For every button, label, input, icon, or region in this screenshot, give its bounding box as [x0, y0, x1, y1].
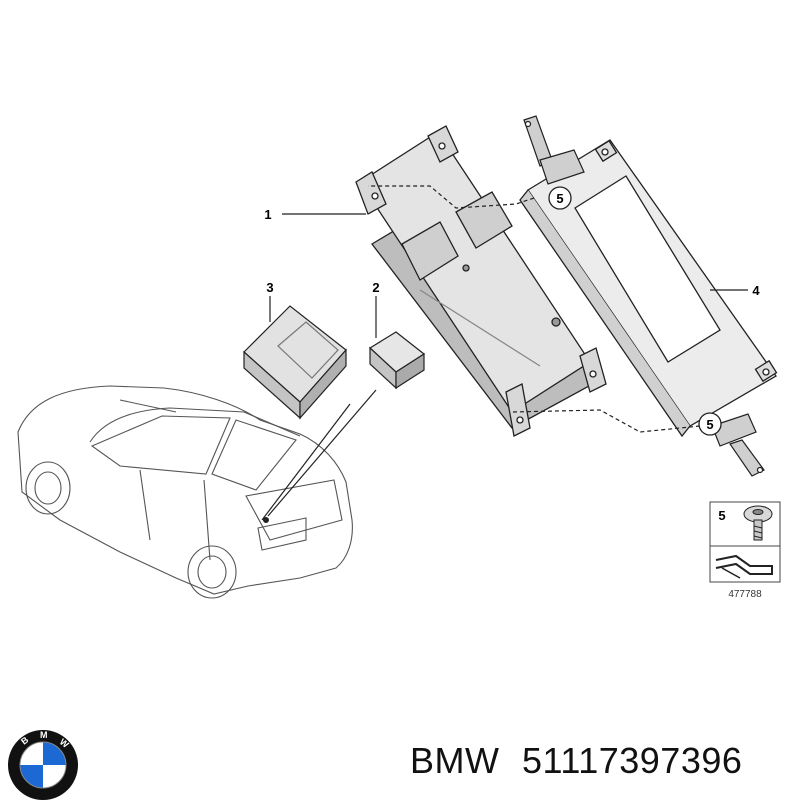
screw-icon	[743, 505, 773, 541]
svg-text:B: B	[19, 734, 31, 746]
part-number: 51117397396	[522, 740, 743, 781]
callout-4: 4	[752, 283, 760, 298]
leader-lines	[261, 185, 748, 521]
part-1-control-unit	[355, 125, 607, 437]
part-4-bracket-frame	[519, 139, 778, 438]
clip-bottom	[711, 413, 765, 477]
callout-5-bottom: 5	[698, 412, 722, 436]
callout-1: 1	[264, 207, 271, 222]
part-caption: BMW 51117397396	[410, 740, 790, 790]
svg-text:4: 4	[752, 283, 760, 298]
svg-text:1: 1	[264, 207, 271, 222]
callout-5-top: 5	[548, 186, 572, 210]
bmw-logo: B M W	[8, 730, 78, 800]
svg-text:2: 2	[372, 280, 379, 295]
svg-text:3: 3	[266, 280, 273, 295]
svg-text:477788: 477788	[728, 589, 762, 600]
car-outline	[17, 385, 353, 599]
callout-3: 3	[266, 280, 273, 295]
svg-text:5: 5	[556, 191, 563, 206]
legend-box: 5 477788	[709, 501, 781, 600]
clip-top	[523, 115, 585, 185]
svg-text:5: 5	[718, 508, 725, 523]
svg-text:5: 5	[706, 417, 713, 432]
svg-text:M: M	[40, 730, 48, 740]
part-3-module	[243, 305, 347, 420]
callout-2: 2	[372, 280, 379, 295]
bracket-symbol-icon	[715, 554, 773, 579]
part-2-small-module	[369, 331, 426, 390]
brand-name: BMW	[410, 740, 500, 781]
